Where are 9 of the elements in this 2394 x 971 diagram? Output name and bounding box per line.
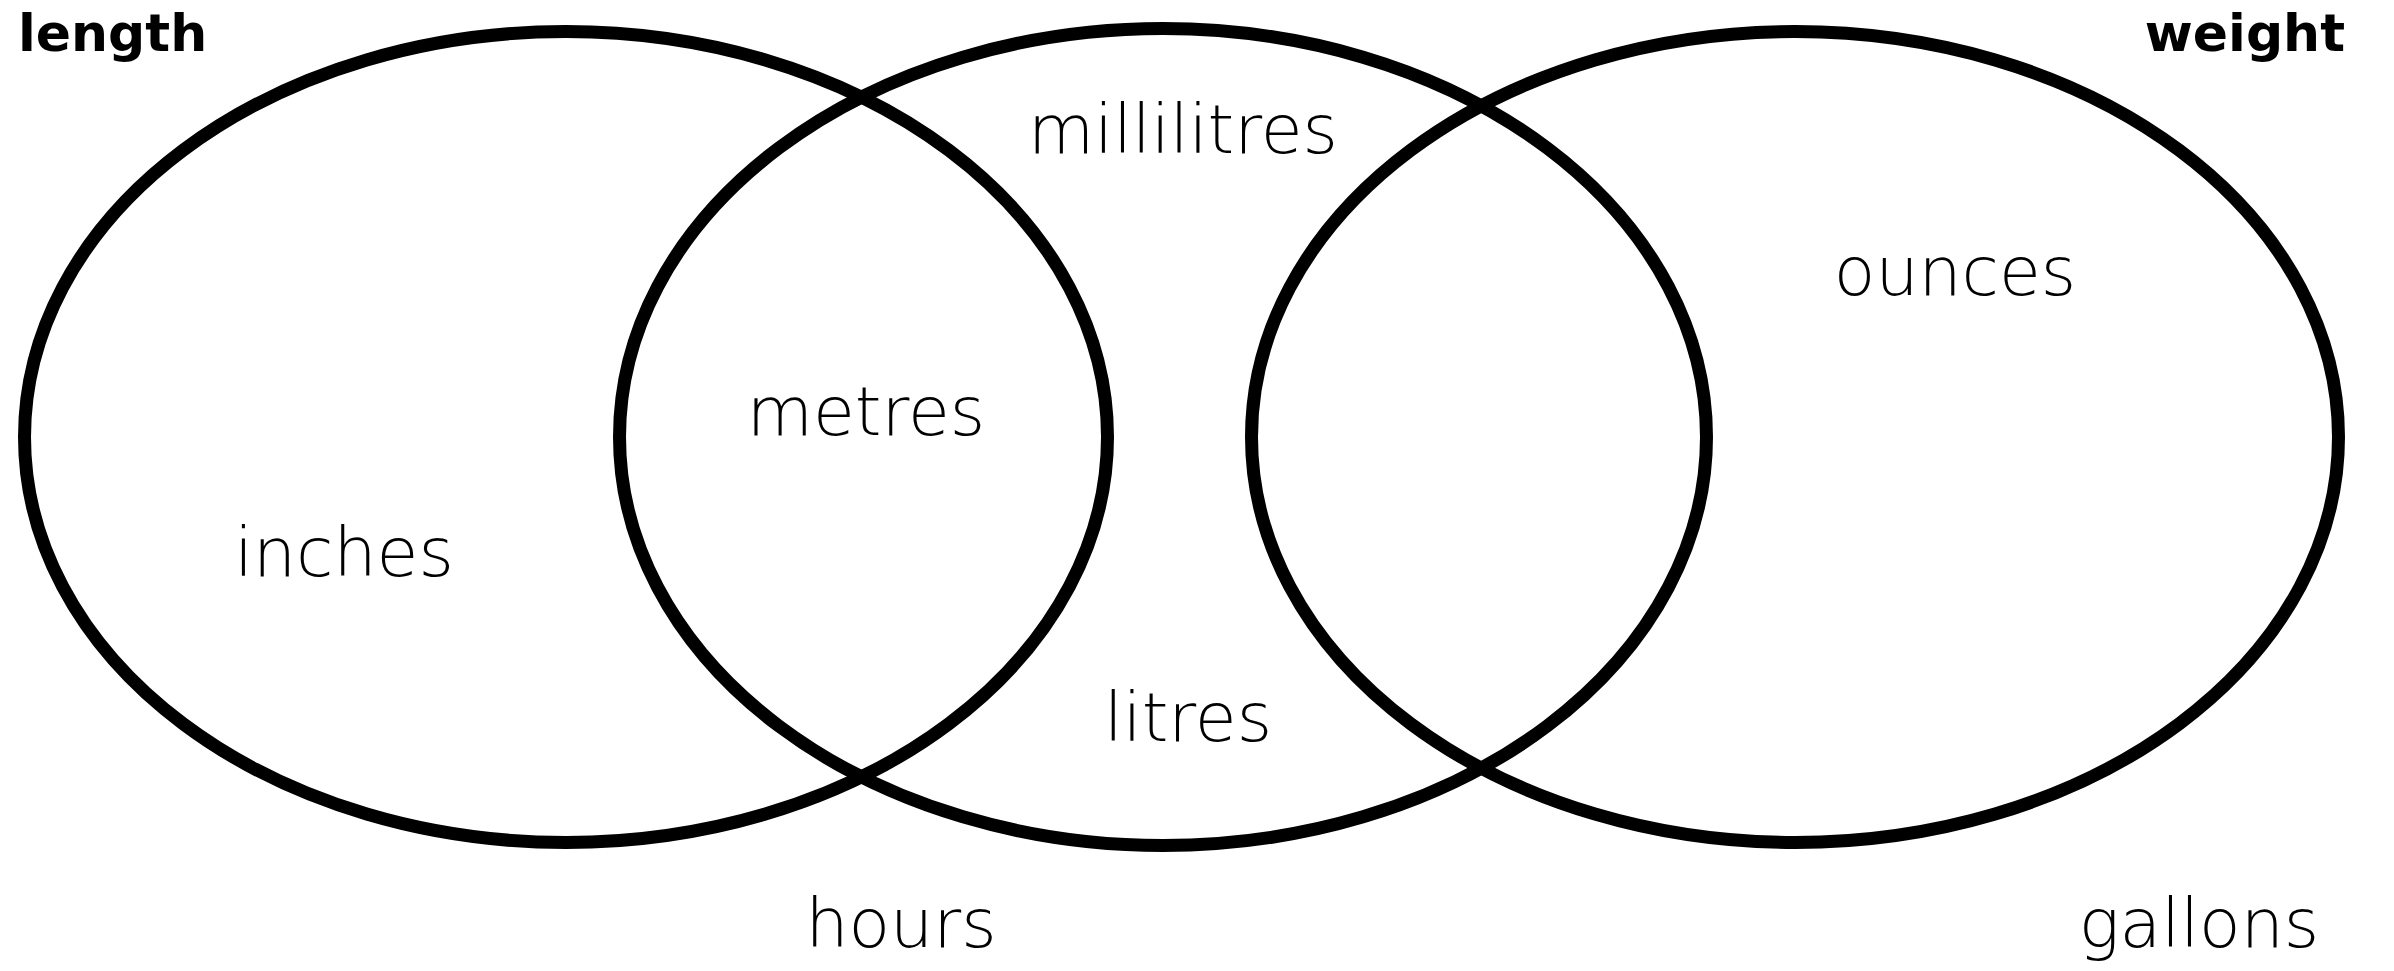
unit-label: gallons <box>2078 884 2320 964</box>
unit-label: millilitres <box>1028 90 1338 170</box>
unit-label: litres <box>1103 678 1273 758</box>
unit-label: metres <box>746 372 986 452</box>
set-heading: length <box>18 3 208 63</box>
unit-label: ounces <box>1833 232 2077 312</box>
unit-label: inches <box>234 513 454 593</box>
set-heading: weight <box>2144 3 2345 63</box>
unit-label: hours <box>805 884 997 964</box>
